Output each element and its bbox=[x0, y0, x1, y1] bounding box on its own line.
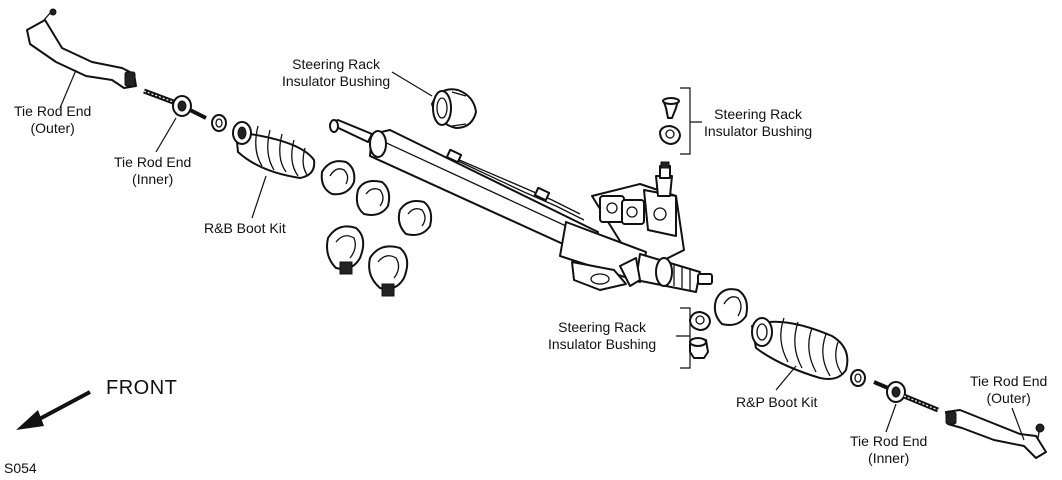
tie-rod-end-inner-right-part bbox=[873, 380, 939, 413]
label-rb-boot-kit: R&B Boot Kit bbox=[204, 220, 286, 236]
label-tie-rod-end-inner-left: Tie Rod End(Inner) bbox=[114, 154, 192, 187]
bushing-top-left-part bbox=[431, 88, 477, 129]
front-arrow bbox=[16, 390, 91, 430]
rack-housing-part bbox=[329, 119, 713, 293]
tie-rod-end-outer-left-part bbox=[26, 8, 137, 89]
front-label: FRONT bbox=[106, 377, 178, 399]
rb-boot-left-part bbox=[232, 121, 316, 179]
label-tie-rod-end-outer-left: Tie Rod End(Outer) bbox=[14, 103, 92, 136]
label-tie-rod-end-outer-right: Tie Rod End(Outer) bbox=[970, 373, 1048, 406]
leader-lines bbox=[59, 69, 1025, 441]
figure-code: S054 bbox=[4, 460, 37, 476]
boot-clamp-right bbox=[713, 288, 748, 326]
tie-rod-end-outer-right-part bbox=[945, 409, 1047, 459]
tie-rod-end-inner-left-part bbox=[143, 88, 207, 120]
small-nut-right bbox=[850, 369, 866, 387]
label-rp-boot-kit: R&P Boot Kit bbox=[736, 394, 818, 410]
label-tie-rod-end-inner-right: Tie Rod End(Inner) bbox=[850, 433, 928, 466]
bushing-lower-part bbox=[689, 311, 711, 359]
small-nut-left bbox=[211, 114, 227, 132]
boot-clamps-left-group bbox=[320, 160, 433, 297]
bushing-top-right-part bbox=[659, 97, 681, 145]
rp-boot-right-part bbox=[751, 317, 849, 380]
